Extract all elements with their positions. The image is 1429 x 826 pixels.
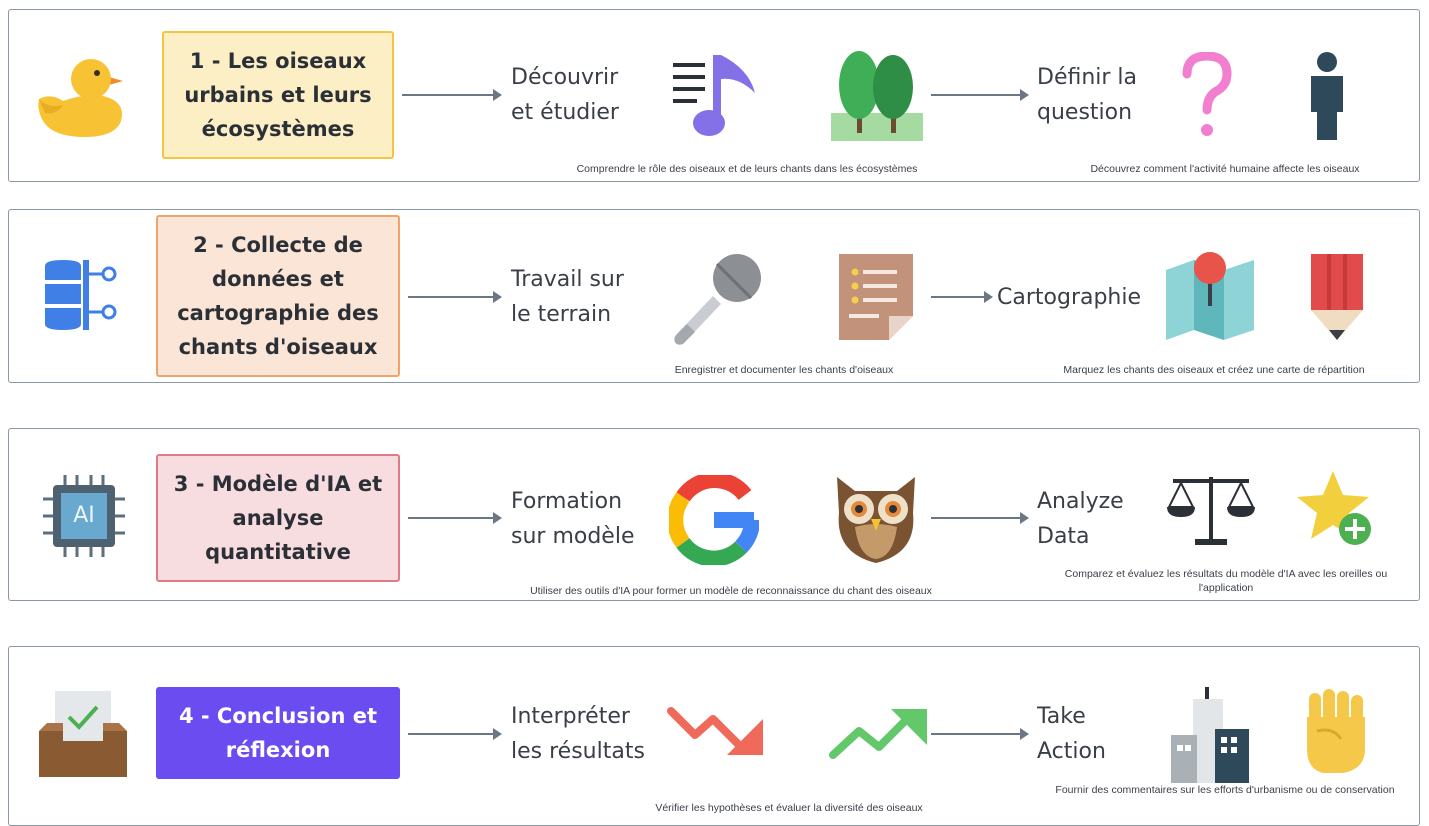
trend-up-icon (829, 705, 929, 765)
step-label: Interpréter les résultats (511, 704, 645, 764)
fist-icon (1303, 687, 1367, 777)
arrow (408, 291, 502, 303)
star-plus-icon (1297, 469, 1377, 549)
arrow (931, 512, 1029, 524)
step-label: Formation sur modèle (511, 489, 635, 549)
database-icon (43, 258, 123, 338)
owl-icon (831, 473, 921, 565)
ai-chip-icon: AI (41, 473, 127, 559)
google-icon (669, 475, 759, 565)
step-title-3: 3 - Modèle d'IA et analyse quantitative (156, 454, 400, 582)
step-title-2: 2 - Collecte de données et cartographie … (156, 215, 400, 377)
step-label: Découvrir et étudier (511, 65, 619, 125)
step-label: Définir la question (1037, 65, 1138, 125)
trees-icon (831, 47, 923, 143)
arrow (931, 291, 993, 303)
step-label: Take Action (1037, 704, 1106, 764)
row-1: 1 - Les oiseaux urbains et leurs écosyst… (8, 9, 1420, 182)
caption: Utiliser des outils d'IA pour former un … (530, 585, 932, 597)
arrow (408, 728, 502, 740)
trend-down-icon (667, 699, 767, 759)
inbox-check-icon (37, 687, 129, 779)
map-pin-icon (1164, 250, 1256, 340)
caption: Vérifier les hypothèses et évaluer la di… (655, 802, 923, 814)
scales-icon (1165, 473, 1257, 549)
duck-icon (35, 55, 131, 139)
music-note-icon (669, 53, 759, 143)
microphone-icon (669, 252, 765, 348)
caption: Découvrez comment l'activité humaine aff… (1090, 163, 1360, 175)
row-2: 2 - Collecte de données et cartographie … (8, 209, 1420, 383)
arrow (402, 89, 502, 101)
step-label: Travail sur le terrain (511, 267, 624, 327)
pencil-icon (1309, 252, 1365, 342)
notes-icon (837, 252, 917, 342)
step-title-1: 1 - Les oiseaux urbains et leurs écosyst… (162, 31, 394, 159)
row-3: AI 3 - Modèle d'IA et analyse quantitati… (8, 428, 1420, 601)
caption: Marquez les chants des oiseaux et créez … (1063, 364, 1365, 376)
arrow (931, 728, 1029, 740)
person-icon (1307, 50, 1347, 142)
arrow (408, 512, 502, 524)
caption: Comparez et évaluez les résultats du mod… (1064, 568, 1388, 594)
step-title-4: 4 - Conclusion et réflexion (156, 687, 400, 779)
arrow (931, 89, 1029, 101)
caption: Fournir des commentaires sur les efforts… (1055, 784, 1395, 796)
buildings-icon (1169, 687, 1251, 783)
question-mark-icon (1179, 52, 1235, 142)
row-4: 4 - Conclusion et réflexion Interpréter … (8, 646, 1420, 826)
caption: Comprendre le rôle des oiseaux et de leu… (576, 163, 918, 175)
caption: Enregistrer et documenter les chants d'o… (674, 364, 894, 376)
step-label: Analyze Data (1037, 489, 1124, 549)
ai-chip-label: AI (73, 503, 95, 528)
step-label: Cartographie (997, 285, 1142, 310)
